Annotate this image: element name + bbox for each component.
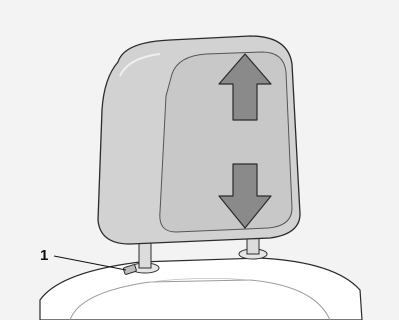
- seat-back: [40, 258, 362, 320]
- headrest: [98, 36, 300, 244]
- callout-1-label: 1: [40, 247, 48, 264]
